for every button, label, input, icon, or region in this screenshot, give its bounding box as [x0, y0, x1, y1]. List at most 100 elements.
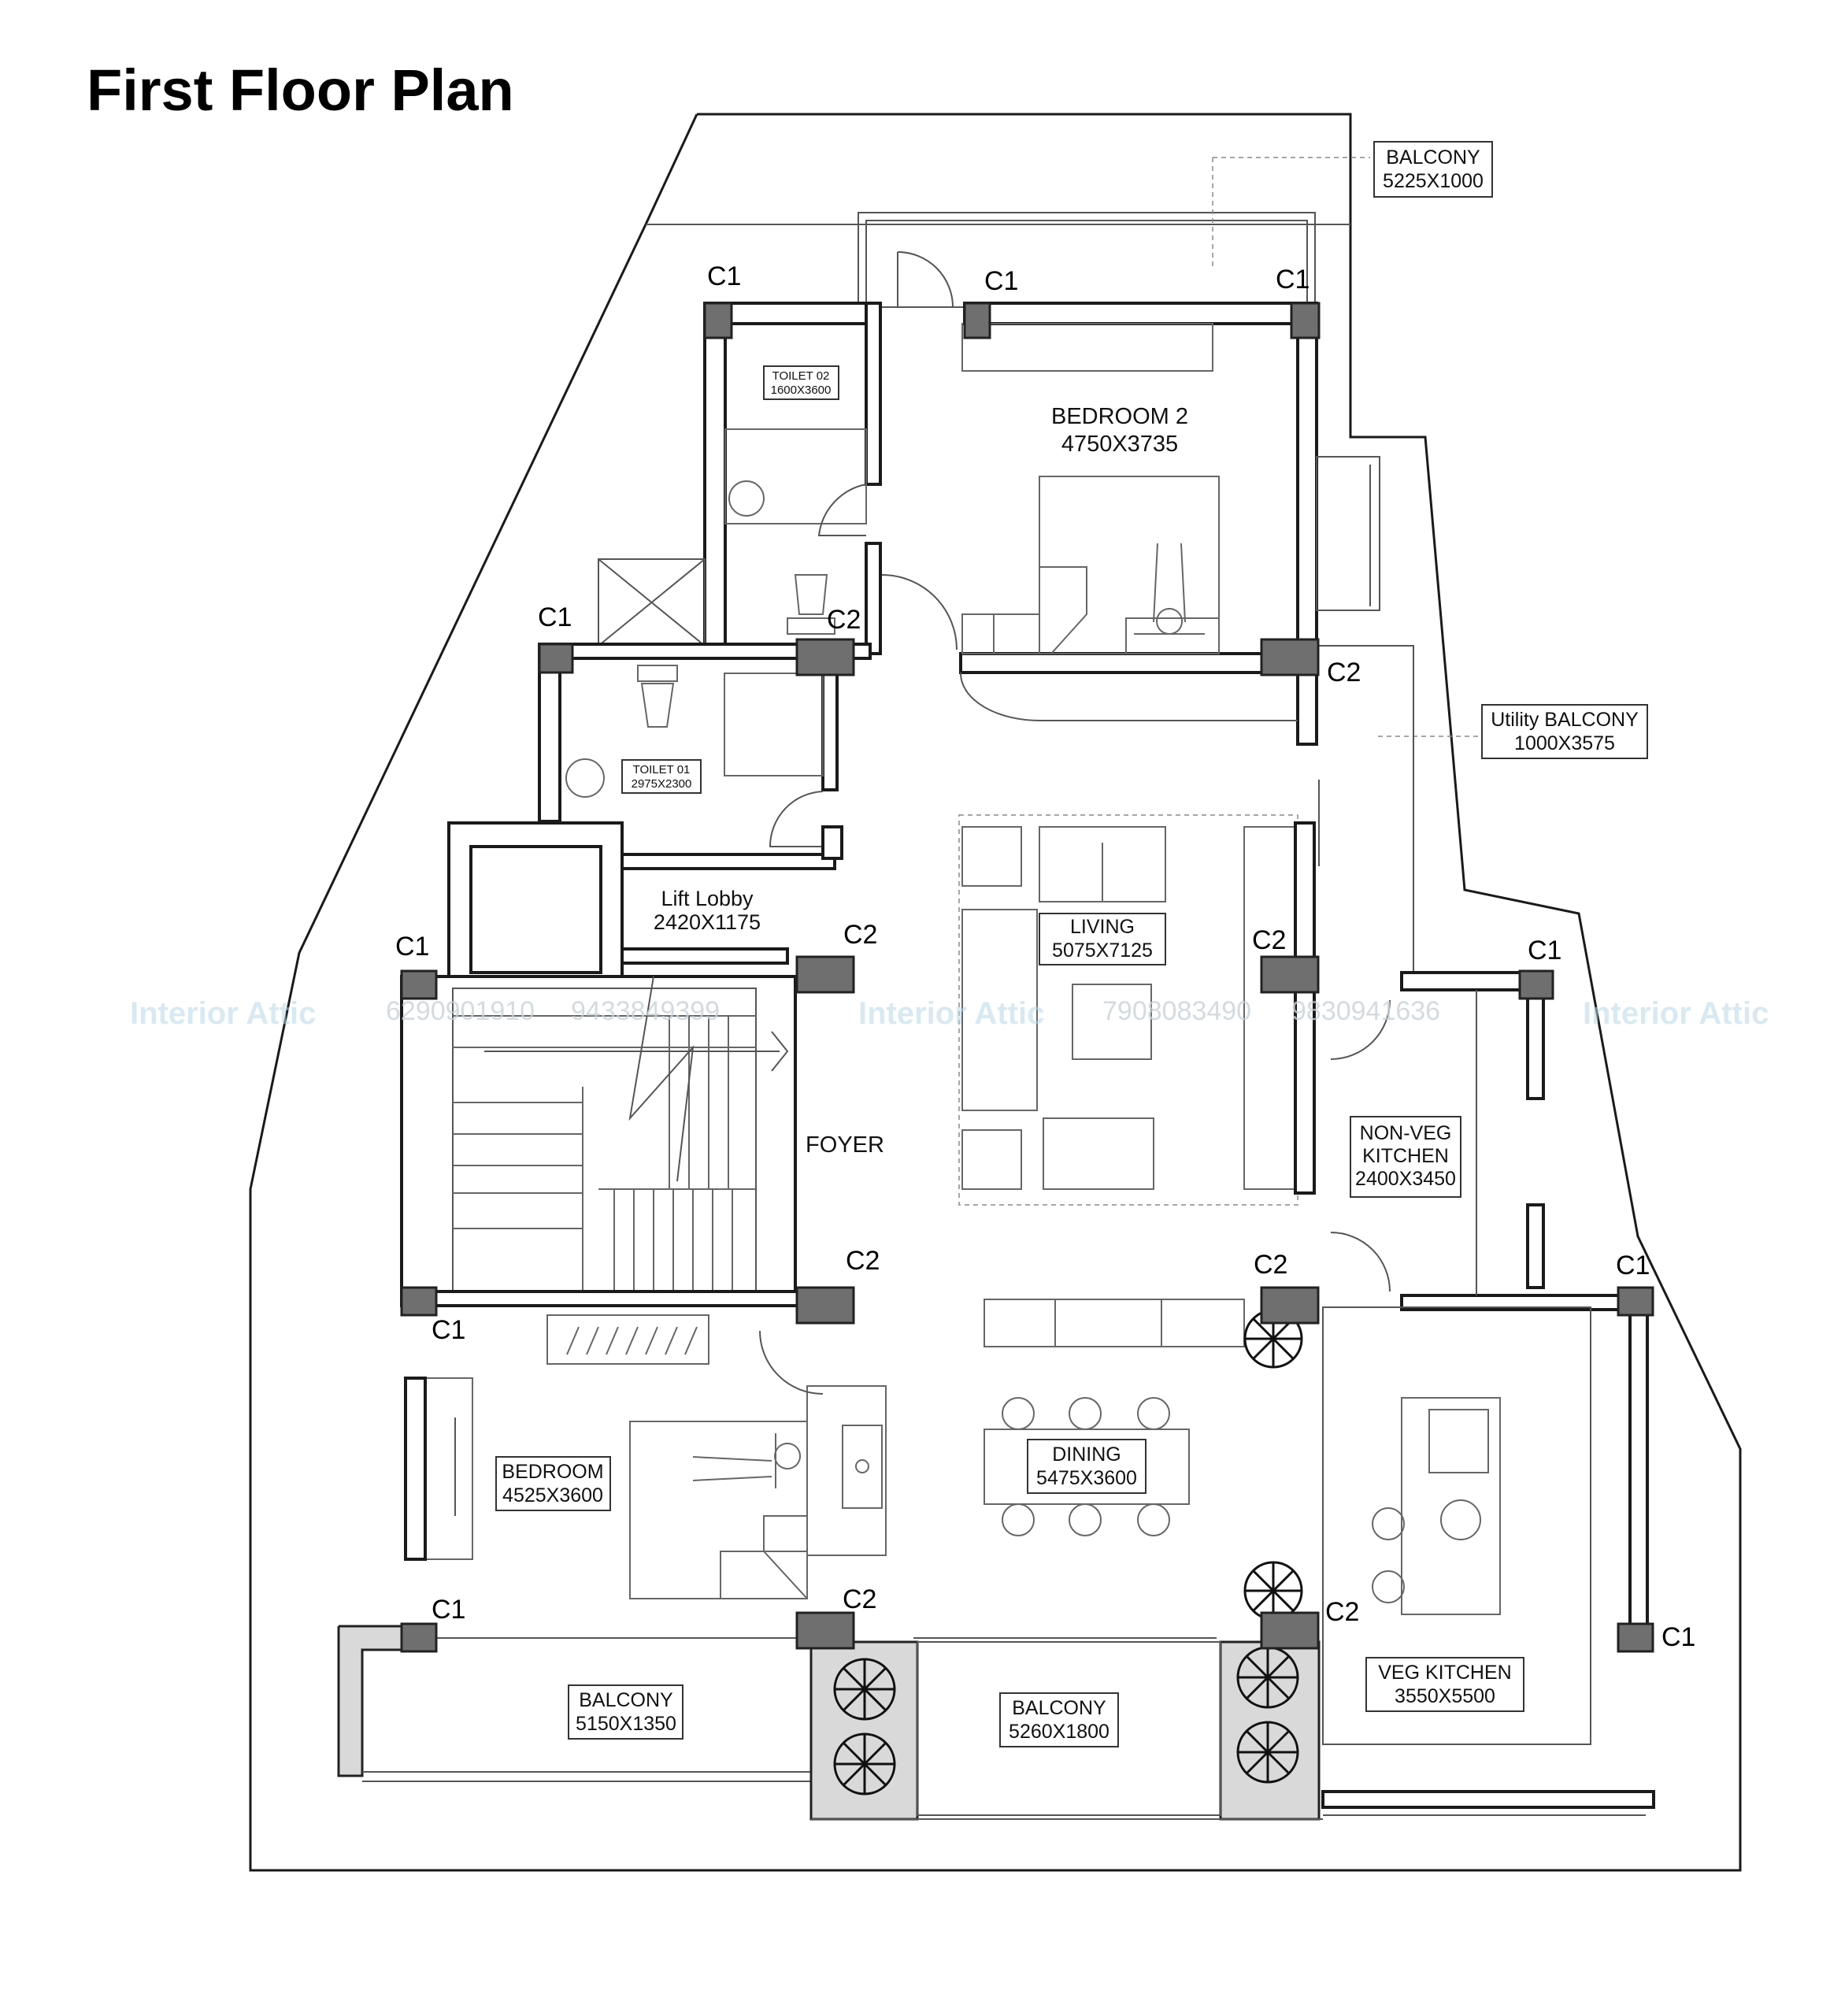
balcony-top-size: 5225X1000 [1383, 170, 1484, 192]
living-chair-tl [961, 826, 1022, 887]
veg-label: VEG KITCHEN [1378, 1662, 1511, 1684]
svg-text:9830941636: 9830941636 [1291, 996, 1440, 1026]
col-label: C1 [1661, 1622, 1695, 1652]
nonveg-door-arc2 [1330, 1232, 1391, 1292]
staircase-treads [453, 1015, 756, 1292]
foyer-label: FOYER [806, 1132, 884, 1158]
col-label: C2 [827, 605, 861, 635]
bedroom2-wardrobe [961, 323, 1213, 372]
svg-text:Interior Attic: Interior Attic [130, 996, 316, 1031]
col-label: C1 [984, 266, 1018, 296]
living-wall-right [1294, 821, 1316, 1195]
lift-shaft-inner [469, 845, 602, 974]
veg-wall-bottom [1321, 1790, 1655, 1809]
col-label: C2 [843, 920, 877, 950]
svg-text:7908083490: 7908083490 [1102, 996, 1251, 1026]
nonveg-label-box [1350, 1116, 1461, 1198]
living-label: LIVING [1070, 916, 1135, 938]
col-label: C1 [432, 1595, 465, 1625]
toilet01-wc [637, 665, 678, 728]
living-size: 5075X7125 [1052, 939, 1153, 962]
bedroom2-bay [1316, 456, 1380, 611]
svg-text:Interior Attic: Interior Attic [1583, 996, 1769, 1031]
dining-chairs [1002, 1397, 1170, 1536]
shaft-x2 [598, 558, 706, 647]
balcony-left-size: 5150X1350 [576, 1713, 676, 1735]
wall-upper-foyer [821, 825, 843, 860]
nonveg-size: 2400X3450 [1355, 1168, 1456, 1190]
bedroom-grill-lines [566, 1326, 698, 1355]
bedroom2-label: BEDROOM 2 [1051, 404, 1188, 429]
toilet02-wall-right [865, 302, 882, 486]
toilet02-size: 1600X3600 [771, 384, 832, 397]
planter-trees [833, 1309, 1303, 1796]
living-sofa-bottom [1043, 1117, 1154, 1190]
veg-stool2 [1372, 1570, 1405, 1603]
col-label: C2 [846, 1246, 880, 1276]
toilet01-basin [565, 758, 605, 798]
svg-text:9433849399: 9433849399 [571, 996, 720, 1026]
bedroom-wall-left [404, 1377, 427, 1561]
toilet01-door-arc [769, 791, 835, 847]
col-label: C1 [707, 261, 741, 291]
col-label: C2 [1254, 1250, 1287, 1280]
col-label: C2 [843, 1584, 876, 1614]
toilet02-basin [728, 480, 765, 517]
balcony-left-parapet [337, 1625, 403, 1777]
living-coffee-table [1072, 984, 1152, 1060]
living-label-box [1039, 913, 1166, 965]
bedroom2-person [1134, 543, 1205, 635]
veg-kitchen-outline [1322, 1306, 1591, 1745]
balcony-left-label: BALCONY [579, 1689, 673, 1711]
toilet02-wc [787, 574, 835, 635]
bedroom2-door-arc [881, 574, 958, 650]
bedroom-basin [842, 1425, 883, 1509]
svg-text:6290901910: 6290901910 [386, 996, 535, 1026]
bedroom2-pillow-area [1125, 617, 1220, 654]
bedroom2-bottom-arc [959, 672, 1298, 721]
bedroom-person [692, 1433, 802, 1488]
toilet02-wall-right2 [865, 542, 882, 655]
columns-c1 [400, 302, 1654, 1653]
living-tv-unit [1243, 826, 1296, 1190]
balcony-left-label-box [568, 1684, 683, 1740]
nonveg-door-arc [1330, 999, 1391, 1060]
bedroom-wardrobe-grill [546, 1314, 709, 1365]
bedroom2-blanket [1039, 566, 1087, 654]
col-label: C1 [1616, 1251, 1650, 1280]
bedroom2-desk [961, 613, 995, 654]
nonveg-label2: KITCHEN [1362, 1145, 1449, 1167]
col-label: C1 [1528, 936, 1561, 965]
bedroom2-side-table [993, 613, 1040, 654]
veg-wall-right [1628, 1298, 1649, 1632]
bedroom2-size: 4750X3735 [1061, 432, 1178, 457]
stair-break [628, 976, 695, 1182]
page-title: First Floor Plan [87, 57, 514, 123]
col-label: C2 [1252, 925, 1286, 955]
planter-right [1219, 1640, 1321, 1821]
bedroom-closet [806, 1385, 887, 1556]
staircase-outer [400, 975, 797, 1301]
col-label: C2 [1327, 658, 1361, 687]
balcony-top-label: BALCONY [1386, 146, 1480, 169]
lift-lobby-label: Lift Lobby [661, 887, 754, 910]
columns-c2 [795, 638, 1320, 1650]
utility-size: 1000X3575 [1514, 732, 1615, 754]
balcony-top-label-box [1373, 141, 1493, 198]
dining-label-box [1027, 1439, 1147, 1494]
bedroom-door-arc [759, 1330, 824, 1395]
toilet01-size: 2975X2300 [632, 777, 692, 791]
site-boundary [249, 113, 1742, 1872]
dining-label: DINING [1052, 1443, 1121, 1466]
toilet01-label: TOILET 01 [633, 763, 691, 776]
living-sofa-left [961, 909, 1038, 1111]
living-rug [958, 814, 1298, 1206]
toilet02-shower [724, 428, 867, 524]
bedroom2-balcony-door [897, 251, 954, 308]
toilet02-wall-left [703, 302, 727, 651]
balcony-mid-outline [917, 1641, 1221, 1816]
balcony-mid-label: BALCONY [1012, 1697, 1106, 1719]
living-chair-bl [961, 1129, 1022, 1190]
nonveg-wall-right2 [1526, 1203, 1545, 1289]
stair-arrowhead [771, 1031, 789, 1072]
